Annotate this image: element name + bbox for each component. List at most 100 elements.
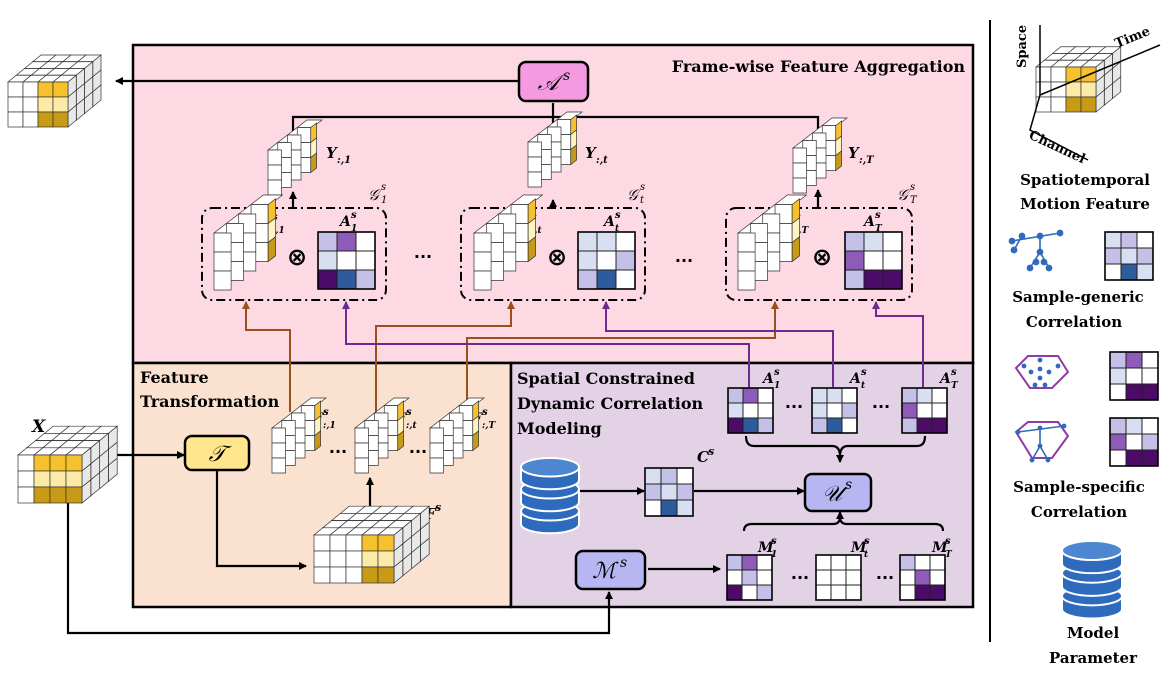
aggregation-title: Frame-wise Feature Aggregation <box>672 57 966 76</box>
ellipsis-groups-1: ··· <box>414 247 432 266</box>
label-mT-sup: s <box>945 536 951 547</box>
label-yt: Y :,t <box>585 144 608 166</box>
label-corr-at: A s t <box>848 367 867 391</box>
matrix-group-a1 <box>317 231 376 290</box>
label-g1: 𝒢 s 1 <box>368 182 387 206</box>
label-group-a1: A s 1 <box>338 210 357 234</box>
matrix-corr-a1 <box>727 387 774 434</box>
label-mt: M s t <box>850 536 870 560</box>
label-group-at-sub: t <box>615 224 620 234</box>
transformation-title-line1: Feature <box>140 368 209 387</box>
label-m1-sub: 1 <box>771 550 777 560</box>
label-group-a1-base: A <box>338 214 351 230</box>
label-corr-aT-sub: T <box>951 381 959 391</box>
matrix-mt <box>815 554 862 601</box>
label-group-aT-sub: T <box>875 224 883 234</box>
slice-trans-fT <box>428 397 486 474</box>
ellipsis-slices-2: ··· <box>409 442 427 461</box>
label-yT: Y :,T <box>848 144 875 166</box>
label-g1-sup: s <box>381 182 386 193</box>
ellipsis-a-2: ··· <box>872 397 890 416</box>
legend-space-label: Space <box>1015 25 1030 68</box>
label-group-aT: A s T <box>862 210 883 234</box>
label-yt-base: Y <box>585 144 597 162</box>
ellipsis-a-1: ··· <box>785 397 803 416</box>
legend-param-line2: Parameter <box>1049 649 1138 667</box>
label-group-f1-sub: :,1 <box>272 226 285 236</box>
legend-feature-line1: Spatiotemporal <box>1020 171 1150 189</box>
label-mt-base: M <box>850 540 867 556</box>
output-cube <box>7 54 102 128</box>
ellipsis-m-2: ··· <box>876 568 894 587</box>
label-corr-at-sub: t <box>861 381 866 391</box>
tensor-product-t: ⊗ <box>547 243 567 271</box>
label-cs-sup: s <box>708 445 714 458</box>
label-group-at-sup: s <box>615 210 621 221</box>
legend-generic-line2: Correlation <box>1026 313 1122 331</box>
legend-time-label: Time <box>1113 24 1153 52</box>
label-gt-base: 𝒢 <box>627 186 640 204</box>
transformation-title-line2: Transformation <box>140 392 280 411</box>
label-mT-sub: T <box>945 550 953 560</box>
feature-cubes <box>7 46 1122 584</box>
update-operator: 𝒰 s <box>803 472 873 513</box>
legend-specific-line1: Sample-specific <box>1013 478 1145 496</box>
label-group-at: A s t <box>602 210 621 234</box>
ellipsis-groups-2: ··· <box>675 251 693 270</box>
slice-yT <box>791 117 849 194</box>
slice-group-ft <box>472 194 544 291</box>
slice-group-fT <box>736 194 808 291</box>
tensor-product-T: ⊗ <box>812 243 832 271</box>
label-yT-sub: :,T <box>859 155 875 166</box>
purple-connectors <box>342 301 924 387</box>
legend-database-icon <box>1061 540 1123 620</box>
label-gT-base: 𝒢 <box>897 186 910 204</box>
matrix-corr-at <box>811 387 858 434</box>
label-m1-base: M <box>757 540 774 556</box>
slice-group-f1 <box>212 194 284 291</box>
label-x: X <box>31 417 46 437</box>
label-group-a1-sub: 1 <box>351 224 357 234</box>
label-m1-sup: s <box>771 536 777 547</box>
matrix-group-at <box>577 231 636 290</box>
label-mt-sup: s <box>864 536 870 547</box>
label-mt-sub: t <box>864 550 869 560</box>
label-gt-sup: s <box>640 182 645 193</box>
label-cs-base: C <box>697 448 709 466</box>
skeleton-specific-icon-1 <box>1014 355 1070 389</box>
correlation-title-line3: Modeling <box>517 419 602 438</box>
label-slice-fT-sub: :,T <box>482 421 496 431</box>
label-mT: M s T <box>931 536 953 560</box>
transform-operator: 𝒯 <box>183 434 251 472</box>
label-corr-at-base: A <box>848 371 861 387</box>
label-gT-sub: T <box>910 195 918 206</box>
ellipsis-slices-1: ··· <box>329 442 347 461</box>
legend-specific-matrix-1 <box>1109 351 1159 401</box>
legend-channel-label: Channel <box>1026 128 1087 167</box>
label-gT: 𝒢 s T <box>897 182 918 206</box>
label-slice-f1-sub: :,1 <box>323 421 336 431</box>
matrix-group-aT <box>844 231 903 290</box>
label-group-aT-sup: s <box>875 210 881 221</box>
skeleton-generic-icon <box>1008 229 1064 272</box>
mask-operator: ℳ s <box>574 549 647 591</box>
legend-param-line1: Model <box>1067 624 1120 642</box>
label-slice-f1-sup: s <box>323 407 329 418</box>
transformed-cube-fs <box>313 505 431 584</box>
label-g1-base: 𝒢 <box>368 186 381 204</box>
label-corr-a1-sup: s <box>774 367 780 378</box>
input-cube-x <box>17 425 119 504</box>
skeleton-specific-icon-2 <box>1014 421 1070 463</box>
legend-generic-matrix <box>1104 231 1154 281</box>
ellipsis-m-1: ··· <box>791 568 809 587</box>
legend-specific-matrix-2 <box>1109 417 1159 467</box>
label-y1: Y :,1 <box>326 144 351 166</box>
correlation-title-line1: Spatial Constrained <box>517 369 695 388</box>
label-m1: M s 1 <box>757 536 777 560</box>
legend-axis-time <box>1039 44 1161 96</box>
database-icon <box>520 457 580 535</box>
label-corr-aT-sup: s <box>951 367 957 378</box>
brown-connectors <box>242 301 779 416</box>
label-corr-aT: A s T <box>938 367 959 391</box>
